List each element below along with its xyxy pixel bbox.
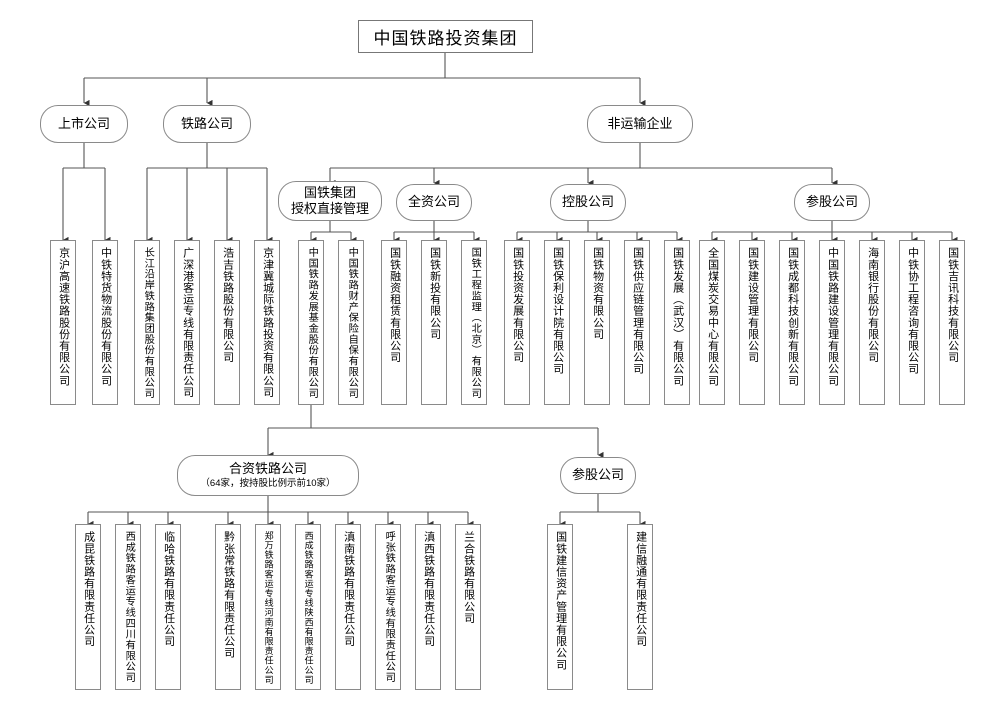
- leaf-label: 建信融通有限责任公司: [634, 531, 647, 647]
- leaf-label: 滇西铁路有限责任公司: [422, 531, 435, 647]
- leaf-box[interactable]: 国铁建信资产管理有限公司: [547, 524, 573, 690]
- leaf-box[interactable]: 国铁供应链管理有限公司: [624, 240, 650, 405]
- leaf-label: 成昆铁路有限责任公司: [82, 531, 95, 647]
- leaf-box[interactable]: 滇西铁路有限责任公司: [415, 524, 441, 690]
- leaf-box[interactable]: 京津冀城际铁路投资有限公司: [254, 240, 280, 405]
- leaf-box[interactable]: 国铁融资租赁有限公司: [381, 240, 407, 405]
- node-participating-companies-bottom[interactable]: 参股公司: [560, 457, 636, 494]
- leaf-label: 全国煤炭交易中心有限公司: [706, 247, 719, 387]
- leaf-box[interactable]: 国铁吉讯科技有限公司: [939, 240, 965, 405]
- leaf-box[interactable]: 国铁成都科技创新有限公司: [779, 240, 805, 405]
- leaf-label: 中铁特货物流股份有限公司: [99, 247, 112, 387]
- leaf-box[interactable]: 国铁物资有限公司: [584, 240, 610, 405]
- leaf-box[interactable]: 黔张常铁路有限责任公司: [215, 524, 241, 690]
- leaf-box[interactable]: 国铁保利设计院有限公司: [544, 240, 570, 405]
- node-railway-companies[interactable]: 铁路公司: [163, 105, 251, 143]
- node-listed-companies[interactable]: 上市公司: [40, 105, 128, 143]
- node-participating-bottom-label: 参股公司: [571, 467, 624, 483]
- leaf-label: 国铁物资有限公司: [591, 247, 604, 340]
- node-railway-companies-label: 铁路公司: [180, 115, 233, 131]
- leaf-box[interactable]: 中国铁路建设管理有限公司: [819, 240, 845, 405]
- node-root-label: 中国铁路投资集团: [373, 29, 518, 48]
- leaf-label: 京津冀城际铁路投资有限公司: [261, 247, 274, 398]
- node-authorized-direct-management[interactable]: 国铁集团 授权直接管理: [278, 181, 382, 221]
- leaf-label: 中国铁路财产保险自保有限公司: [346, 247, 358, 399]
- leaf-box[interactable]: 国铁工程监理（北京）有限公司: [461, 240, 487, 405]
- leaf-box[interactable]: 临哈铁路有限责任公司: [155, 524, 181, 690]
- node-listed-companies-label: 上市公司: [57, 115, 110, 131]
- leaf-label: 中铁协工程咨询有限公司: [906, 247, 919, 375]
- leaf-label: 长江沿岸铁路集团股份有限公司: [142, 247, 154, 399]
- leaf-box[interactable]: 中国铁路发展基金股份有限公司: [298, 240, 324, 405]
- leaf-box[interactable]: 中铁协工程咨询有限公司: [899, 240, 925, 405]
- leaf-box[interactable]: 建信融通有限责任公司: [627, 524, 653, 690]
- leaf-label: 中国铁路建设管理有限公司: [826, 247, 839, 387]
- node-authorized-line1: 国铁集团: [303, 184, 356, 200]
- leaf-label: 中国铁路发展基金股份有限公司: [306, 247, 318, 399]
- leaf-box[interactable]: 中国铁路财产保险自保有限公司: [338, 240, 364, 405]
- leaf-box[interactable]: 中铁特货物流股份有限公司: [92, 240, 118, 405]
- leaf-label: 国铁发展（武汉）有限公司: [671, 247, 684, 387]
- node-wholly-owned-companies[interactable]: 全资公司: [396, 184, 472, 221]
- node-non-transport-enterprises[interactable]: 非运输企业: [587, 105, 693, 143]
- node-joint-venture-sublabel: （64家，按持股比例示前10家）: [200, 478, 336, 490]
- leaf-label: 国铁融资租赁有限公司: [388, 247, 401, 363]
- leaf-label: 兰合铁路有限公司: [462, 531, 475, 624]
- node-participating-label: 参股公司: [805, 194, 858, 210]
- leaf-box[interactable]: 呼张铁路客运专线有限责任公司: [375, 524, 401, 690]
- leaf-label: 海南银行股份有限公司: [866, 247, 879, 363]
- leaf-label: 京沪高速铁路股份有限公司: [57, 247, 70, 387]
- node-joint-venture-railway[interactable]: 合资铁路公司 （64家，按持股比例示前10家）: [177, 455, 359, 496]
- leaf-box[interactable]: 滇南铁路有限责任公司: [335, 524, 361, 690]
- node-root[interactable]: 中国铁路投资集团: [358, 20, 533, 53]
- leaf-label: 国铁工程监理（北京）有限公司: [469, 247, 481, 399]
- leaf-box[interactable]: 国铁投资发展有限公司: [504, 240, 530, 405]
- leaf-label: 西成铁路客运专线四川有限公司: [123, 531, 135, 683]
- node-holding-label: 控股公司: [561, 194, 614, 210]
- leaf-box[interactable]: 国铁建设管理有限公司: [739, 240, 765, 405]
- node-authorized-line2: 授权直接管理: [290, 201, 369, 216]
- leaf-box[interactable]: 国铁新投有限公司: [421, 240, 447, 405]
- leaf-label: 呼张铁路客运专线有限责任公司: [383, 531, 395, 683]
- leaf-label: 国铁供应链管理有限公司: [631, 247, 644, 375]
- leaf-box[interactable]: 西成铁路客运专线四川有限公司: [115, 524, 141, 690]
- leaf-label: 国铁新投有限公司: [428, 247, 441, 340]
- leaf-label: 国铁投资发展有限公司: [511, 247, 524, 363]
- leaf-box[interactable]: 海南银行股份有限公司: [859, 240, 885, 405]
- leaf-box[interactable]: 广深港客运专线有限责任公司: [174, 240, 200, 405]
- leaf-label: 滇南铁路有限责任公司: [342, 531, 355, 647]
- leaf-label: 国铁建信资产管理有限公司: [554, 531, 567, 671]
- leaf-label: 广深港客运专线有限责任公司: [181, 247, 194, 398]
- leaf-box[interactable]: 国铁发展（武汉）有限公司: [664, 240, 690, 405]
- leaf-box[interactable]: 兰合铁路有限公司: [455, 524, 481, 690]
- node-non-transport-enterprises-label: 非运输企业: [607, 115, 673, 131]
- leaf-box[interactable]: 西成铁路客运专线陕西有限责任公司: [295, 524, 321, 690]
- leaf-box[interactable]: 全国煤炭交易中心有限公司: [699, 240, 725, 405]
- leaf-label: 国铁保利设计院有限公司: [551, 247, 564, 375]
- leaf-label: 郑万铁路客运专线河南有限责任公司: [263, 531, 274, 685]
- leaf-box[interactable]: 郑万铁路客运专线河南有限责任公司: [255, 524, 281, 690]
- leaf-label: 临哈铁路有限责任公司: [162, 531, 175, 647]
- node-participating-companies[interactable]: 参股公司: [794, 184, 870, 221]
- leaf-label: 黔张常铁路有限责任公司: [222, 531, 235, 659]
- leaf-label: 国铁建设管理有限公司: [746, 247, 759, 363]
- leaf-label: 国铁吉讯科技有限公司: [946, 247, 959, 363]
- leaf-box[interactable]: 浩吉铁路股份有限公司: [214, 240, 240, 405]
- leaf-label: 西成铁路客运专线陕西有限责任公司: [303, 531, 314, 685]
- leaf-label: 浩吉铁路股份有限公司: [221, 247, 234, 363]
- node-wholly-owned-label: 全资公司: [407, 194, 460, 210]
- node-holding-companies[interactable]: 控股公司: [550, 184, 626, 221]
- leaf-label: 国铁成都科技创新有限公司: [786, 247, 799, 387]
- leaf-box[interactable]: 长江沿岸铁路集团股份有限公司: [134, 240, 160, 405]
- leaf-box[interactable]: 京沪高速铁路股份有限公司: [50, 240, 76, 405]
- node-joint-venture-label: 合资铁路公司: [228, 460, 307, 476]
- leaf-box[interactable]: 成昆铁路有限责任公司: [75, 524, 101, 690]
